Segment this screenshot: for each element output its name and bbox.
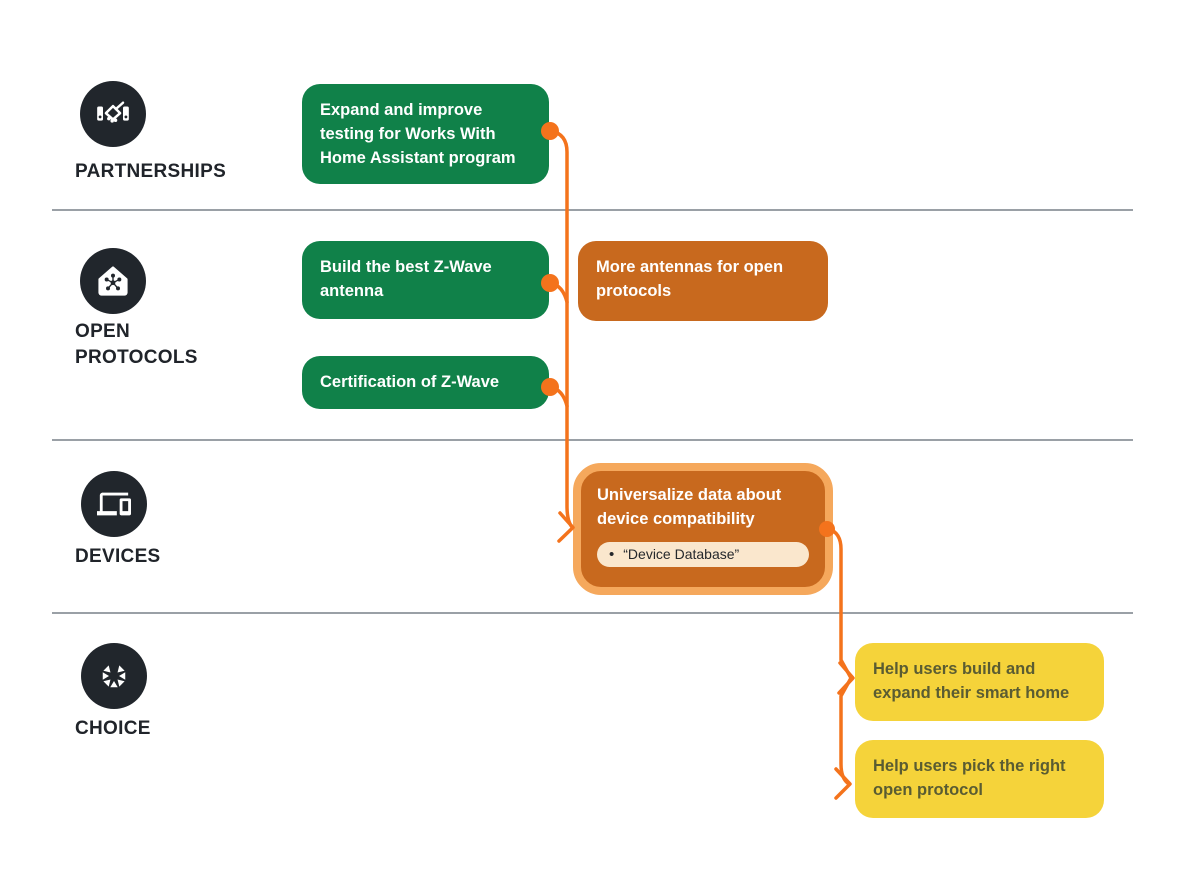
chip-bullet: • xyxy=(609,546,615,563)
devices-icon xyxy=(97,492,131,516)
open-protocols-icon-circle xyxy=(80,248,146,314)
choice-wheel-icon xyxy=(102,665,126,688)
card-universalize-title: Universalize data about device compatibi… xyxy=(597,486,782,528)
card-help-build: Help users build and expand their smart … xyxy=(855,643,1104,721)
row-separator xyxy=(52,612,1133,614)
arrowhead-into-help-build xyxy=(837,661,855,695)
row-label-devices: DEVICES xyxy=(75,546,161,567)
card-universalize: Universalize data about device compatibi… xyxy=(573,463,833,595)
row-separator xyxy=(52,209,1133,211)
arrowhead-into-universalize xyxy=(557,511,575,543)
partnerships-icon-circle xyxy=(80,81,146,147)
card-zwave-cert: Certification of Z-Wave xyxy=(302,356,549,409)
house-mesh-icon xyxy=(98,266,128,296)
connector-branch-cert xyxy=(549,385,569,408)
card-zwave-antenna: Build the best Z-Wave antenna xyxy=(302,241,549,319)
connector-branch-antenna xyxy=(549,281,569,304)
row-separator xyxy=(52,439,1133,441)
arrowhead-into-help-pick xyxy=(834,767,852,800)
choice-icon-circle xyxy=(81,643,147,709)
card-help-pick: Help users pick the right open protocol xyxy=(855,740,1104,818)
devices-icon-circle xyxy=(81,471,147,537)
chip-label: “Device Database” xyxy=(623,546,740,562)
connector-left-trunk xyxy=(549,129,574,529)
row-label-partnerships: PARTNERSHIPS xyxy=(75,161,227,182)
device-database-chip: • “Device Database” xyxy=(597,542,809,567)
card-more-antennas: More antennas for open protocols xyxy=(578,241,828,321)
card-expand-testing: Expand and improve testing for Works Wit… xyxy=(302,84,549,184)
row-label-choice: CHOICE xyxy=(75,718,151,739)
row-label-open-protocols: OPEN PROTOCOLS xyxy=(75,321,198,368)
handshake-icon xyxy=(97,101,129,123)
